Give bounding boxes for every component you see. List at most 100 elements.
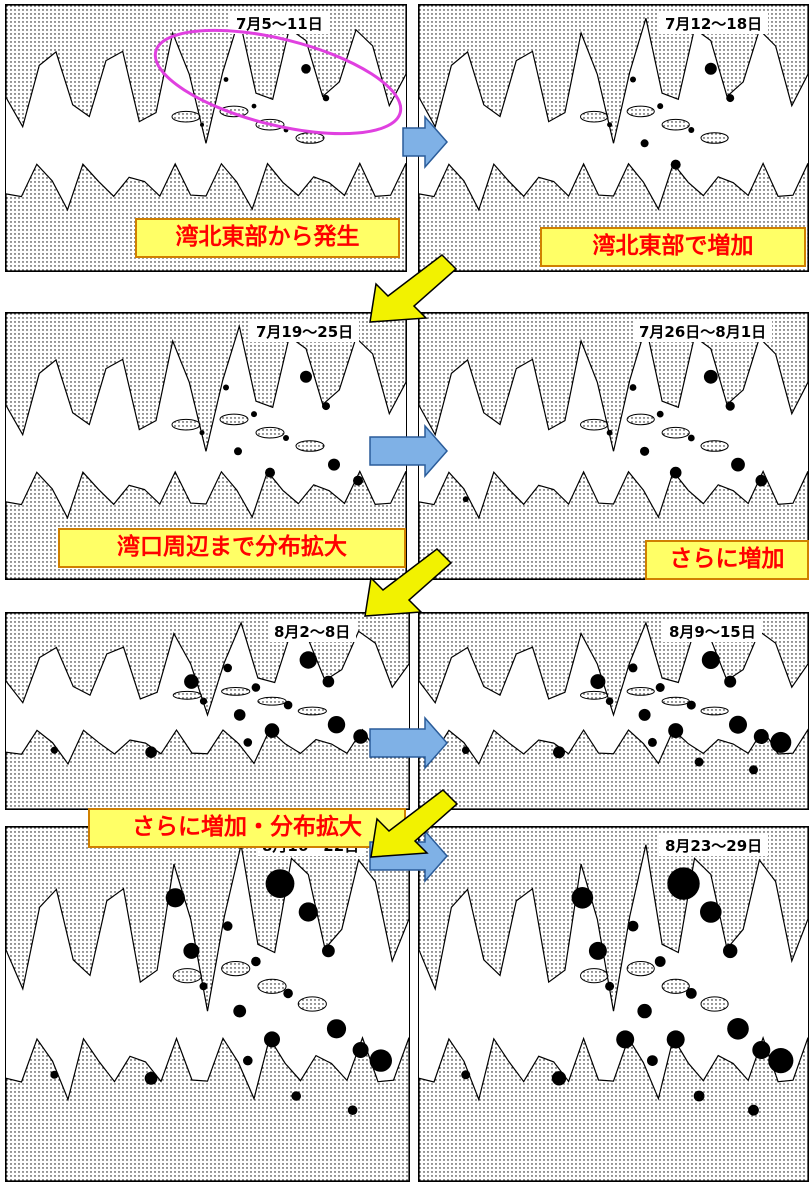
island [219,413,249,426]
occurrence-dot [768,1048,794,1074]
occurrence-dot [657,103,664,110]
occurrence-dot [749,765,758,775]
occurrence-dot [200,122,204,127]
occurrence-dot [265,869,295,898]
occurrence-dot [369,1049,392,1072]
island [172,690,202,700]
occurrence-dot [605,981,615,991]
occurrence-dot [748,1104,759,1116]
occurrence-dot [299,651,317,669]
island [661,978,690,994]
occurrence-dot [223,77,229,82]
occurrence-dot [353,475,363,486]
occurrence-dot [291,1091,302,1101]
occurrence-dot [283,435,289,441]
island [626,413,655,426]
occurrence-dot [616,1030,635,1049]
occurrence-dot [184,674,199,689]
callout-mouth-expansion: 湾口周辺まで分布拡大 [58,528,406,568]
occurrence-dot [298,902,318,922]
island [580,418,609,431]
week-label: 8月23〜29日 [659,835,769,856]
callout-northeast-origin: 湾北東部から発生 [135,218,400,258]
island [580,110,609,123]
occurrence-dot [654,956,666,967]
occurrence-dot [669,466,682,479]
island [661,426,690,439]
occurrence-dot [165,888,185,908]
occurrence-dot [588,941,607,960]
occurrence-dot [352,1042,369,1058]
week-label: 7月26日〜8月1日 [633,321,773,342]
island [700,440,729,452]
occurrence-dot [571,887,594,909]
island [255,118,285,131]
island [171,418,201,431]
bay-map [419,313,808,579]
southern-land [6,1036,409,1181]
occurrence-dot [647,1055,658,1066]
occurrence-dot [553,746,565,759]
occurrence-dot [347,1105,358,1115]
occurrence-dot [234,447,242,456]
occurrence-dot [223,663,232,673]
occurrence-dot [265,467,275,478]
occurrence-dot [322,944,335,958]
occurrence-dot [199,697,208,705]
occurrence-dot [668,723,684,739]
bay-map [6,613,409,809]
occurrence-dot [628,663,638,673]
bay-map [419,827,808,1181]
northern-land [6,5,406,144]
occurrence-dot [551,1071,567,1086]
occurrence-dot [723,943,738,959]
island [295,440,325,452]
island [626,687,655,696]
occurrence-dot [283,988,293,999]
occurrence-dot [243,1055,253,1066]
occurrence-dot [656,410,664,418]
week-label: 7月19〜25日 [250,321,360,342]
map-panel-week-6: 8月9〜15日 [418,612,809,810]
occurrence-dot [755,474,768,487]
occurrence-dot [461,1070,471,1080]
occurrence-dot [461,746,470,754]
occurrence-dot [629,384,637,391]
map-panel-week-7: 8月16〜22日 [5,826,410,1182]
week-label: 8月2〜8日 [268,621,357,642]
map-panel-week-4: 7月26日〜8月1日 [418,312,809,580]
occurrence-dot [753,729,769,744]
week-label: 7月12〜18日 [659,13,769,34]
occurrence-dot [640,139,649,148]
occurrence-dot [666,1030,685,1049]
southern-land [419,1035,808,1181]
island [219,105,249,118]
occurrence-dot [700,901,722,923]
occurrence-dot [199,982,208,991]
occurrence-dot [301,64,311,74]
occurrence-dot [462,496,469,503]
occurrence-dot [144,1071,158,1085]
island [661,118,690,131]
island [172,968,202,984]
occurrence-dot [667,867,700,900]
occurrence-dot [685,988,697,999]
occurrence-dot [703,369,718,384]
occurrence-dot [655,683,665,692]
occurrence-dot [731,457,745,472]
northern-land [6,313,406,452]
occurrence-dot [322,94,330,102]
occurrence-dot [701,651,720,669]
occurrence-dot [726,94,735,103]
occurrence-dot [283,700,293,710]
occurrence-dot [752,1041,771,1059]
bay-map [419,613,808,809]
island [700,132,729,144]
island [171,110,201,123]
occurrence-dot [605,697,614,705]
northern-land [419,5,808,144]
occurrence-dot [693,1090,705,1102]
island [255,426,285,439]
occurrence-dot [647,737,657,747]
week-label: 8月9〜15日 [663,621,762,642]
